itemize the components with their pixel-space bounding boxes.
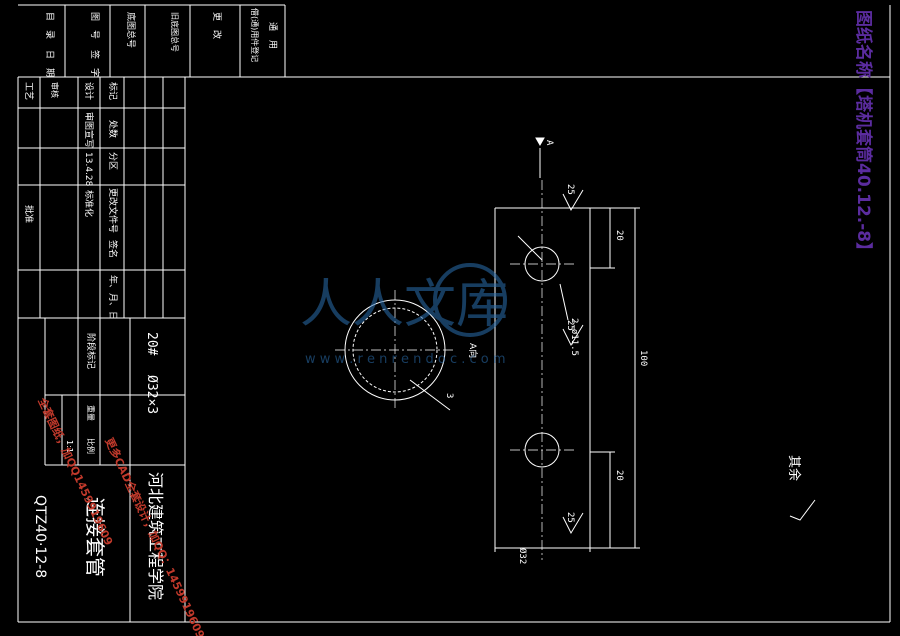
design-name: 审图宣写 <box>83 112 95 148</box>
watermark-url: w w w . r e n r e n d o c . c o m <box>305 352 506 367</box>
label-old-base-drawing-no: 旧底图总号 <box>170 12 180 52</box>
view-arrow-label: A <box>544 140 554 146</box>
dim-hole: 2-ø11.5 <box>569 318 579 356</box>
rev-doc-no: 更改文件号 <box>107 188 119 233</box>
scale-value: 1:1 <box>65 440 74 453</box>
rev-mark: 标记 <box>107 82 119 100</box>
part-name: 连接套管 <box>83 497 107 577</box>
design-standard: 标准化 <box>83 190 95 217</box>
roughness-top: 25 <box>565 184 575 195</box>
craft-label: 工艺 <box>23 82 34 100</box>
stage-label: 阶段标记 <box>85 333 97 369</box>
label-sign: 签 字 <box>89 50 101 77</box>
other-roughness-label: 其余 <box>786 455 802 481</box>
view-a-label: A向 <box>467 343 479 358</box>
scale-label: 比例 <box>86 438 96 454</box>
material: 20# <box>144 332 159 356</box>
roughness-mid: 25 <box>565 320 575 331</box>
label-drawing-no: 图 号 <box>89 12 100 39</box>
dim-diameter: Ø32 <box>517 548 528 564</box>
dim-top: 20 <box>614 230 624 241</box>
label-date: 日 期 <box>44 50 55 77</box>
wall-thickness: 3 <box>444 393 454 398</box>
rev-date: 年、月、日 <box>107 275 119 320</box>
dim-bottom: 20 <box>614 470 624 481</box>
label-common: 通 用 <box>267 22 278 49</box>
label-change: 更 改 <box>211 12 223 39</box>
approval-label: 批准 <box>23 205 35 223</box>
sheet-title: 图纸名称【塔机套筒40.12.-8】 <box>853 10 874 259</box>
design-date: 13.4.28 <box>83 152 93 187</box>
dim-total: 100 <box>638 350 648 366</box>
rev-signature: 签名 <box>107 240 119 258</box>
roughness-bottom: 25 <box>565 512 575 523</box>
label-base-drawing-no: 底图总号 <box>125 12 137 48</box>
drawing-number: QTZ40·12-8 <box>32 495 48 578</box>
design-label: 设计 <box>83 82 95 100</box>
school-name: 河北建筑工程学院 <box>146 472 165 600</box>
rev-zone: 分区 <box>107 152 118 170</box>
watermark-logo-text: 人人文库 <box>300 275 508 335</box>
weight-label: 重量 <box>86 405 96 421</box>
watermark-logo: 人人文库 w w w . r e n r e n d o c . c o m <box>300 263 508 367</box>
stock-size: Ø32×3 <box>144 375 159 414</box>
review-label: 审核 <box>50 82 60 98</box>
rev-count: 处数 <box>107 120 119 138</box>
label-catalog: 目 录 <box>44 12 55 39</box>
label-shared-part: 借(通)用件登记 <box>250 8 260 62</box>
